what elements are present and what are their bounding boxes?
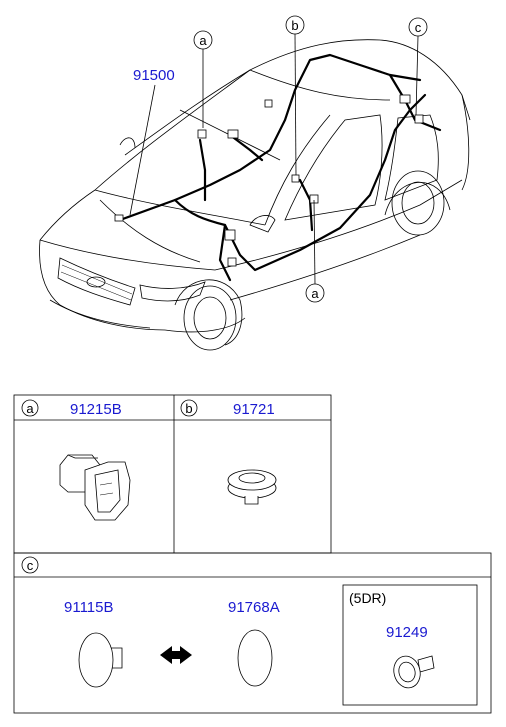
double-arrow-icon — [160, 646, 192, 664]
cell-b-letter: b — [185, 401, 192, 416]
callout-a-top: a — [193, 30, 213, 128]
part-number-91249: 91249 — [386, 624, 428, 641]
cell-b: b 91721 — [180, 399, 277, 505]
callout-b-letter: b — [291, 18, 298, 33]
cell-a: a 91215B — [21, 399, 131, 521]
variant-label-5dr: (5DR) — [349, 590, 386, 606]
callout-a-bottom: a — [305, 199, 325, 303]
part-number-91115B: 91115B — [64, 599, 114, 616]
callout-a-bottom-letter: a — [311, 286, 319, 301]
grommet-91721-illustration — [227, 469, 277, 505]
part-number-91215B: 91215B — [70, 401, 122, 418]
cell-a-letter: a — [26, 401, 34, 416]
section-c: c 91115B 91768A (5DR) 91249 — [21, 556, 435, 689]
clip-91215B-illustration — [59, 454, 131, 521]
part-number-91768A: 91768A — [228, 599, 280, 616]
callout-c-top: c — [408, 17, 428, 116]
callout-c-letter: c — [415, 20, 422, 35]
plug-91768A-illustration — [237, 629, 273, 687]
callout-a-top-letter: a — [199, 33, 207, 48]
callout-91500: 91500 — [129, 67, 175, 216]
section-c-letter: c — [27, 558, 34, 573]
part-number-91721: 91721 — [233, 401, 275, 418]
plug-91115B-illustration — [78, 632, 123, 688]
grommet-91249-illustration — [393, 655, 435, 689]
callout-b-top: b — [285, 15, 305, 176]
wiring-harness — [114, 53, 442, 282]
car-illustration — [39, 39, 471, 351]
parts-table — [13, 394, 492, 714]
callout-91500-label: 91500 — [133, 67, 175, 84]
